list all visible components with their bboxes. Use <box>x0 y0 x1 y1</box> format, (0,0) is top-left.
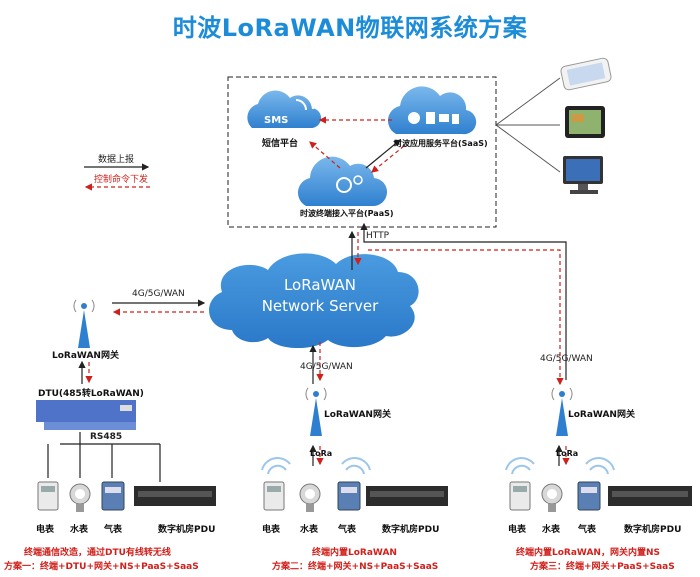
monitor-icon <box>563 156 603 194</box>
s1-device-water: 水表 <box>70 525 89 535</box>
water-meter-icon-3 <box>541 483 563 512</box>
pdu-icon-3 <box>608 486 692 506</box>
electric-meter-icon-3 <box>509 481 531 511</box>
s2-device-water: 水表 <box>300 525 319 535</box>
wireless-waves-right-3 <box>585 457 615 475</box>
sms-platform-label: 短信平台 <box>262 139 299 149</box>
page-title: 时波LoRaWAN物联网系统方案 <box>172 14 528 42</box>
electric-meter-icon-2 <box>263 481 285 511</box>
dtu-icon <box>36 400 136 430</box>
gas-meter-icon-2 <box>337 481 361 511</box>
pdu-icon-2 <box>366 486 448 506</box>
s3-device-pdu: 数字机房PDU <box>624 525 682 535</box>
wireless-waves-left-2 <box>261 457 291 475</box>
water-meter-icon-2 <box>299 483 321 512</box>
gas-meter-icon-1 <box>101 481 125 511</box>
wan-mid-label: 4G/5G/WAN <box>300 362 353 372</box>
network-server-line2: Network Server <box>261 297 379 315</box>
scheme1-note: 终端通信改造，通过DTU有线转无线 <box>24 548 171 558</box>
scheme1-formula: 方案一：终端+DTU+网关+NS+PaaS+SaaS <box>4 562 199 572</box>
s2-device-pdu: 数字机房PDU <box>382 525 440 535</box>
scheme3-note: 终端内置LoRaWAN，网关内置NS <box>516 548 660 558</box>
legend-cmd-down: 控制命令下发 <box>94 175 149 185</box>
s2-device-electric: 电表 <box>262 525 281 535</box>
saas-cloud-icon <box>387 86 477 135</box>
water-meter-icon-1 <box>69 483 91 512</box>
wan-right-label: 4G/5G/WAN <box>540 354 593 364</box>
http-label: HTTP <box>366 231 390 241</box>
s1-device-gas: 气表 <box>104 525 123 535</box>
scheme2-note: 终端内置LoRaWAN <box>312 548 397 558</box>
electric-meter-icon-1 <box>37 481 59 511</box>
gateway-3-icon <box>551 387 573 436</box>
gas-meter-icon-3 <box>577 481 601 511</box>
dtu-label: DTU(485转LoRaWAN) <box>38 389 144 399</box>
scheme2-formula: 方案二：终端+网关+NS+PaaS+SaaS <box>272 562 439 572</box>
s3-device-gas: 气表 <box>578 525 597 535</box>
network-server-line1: LoRaWAN <box>283 276 357 294</box>
paas-cloud-icon <box>297 156 388 207</box>
sms-cloud-icon <box>247 90 322 129</box>
lora-2-label: LoRa <box>310 449 333 458</box>
pdu-icon-1 <box>134 486 216 506</box>
s1-device-electric: 电表 <box>36 525 55 535</box>
gateway-1-icon <box>73 299 95 348</box>
wireless-waves-left-3 <box>505 457 535 475</box>
s3-device-electric: 电表 <box>508 525 527 535</box>
legend-data-up: 数据上报 <box>98 155 135 165</box>
gateway-1-label: LoRaWAN网关 <box>52 351 119 361</box>
network-server-cloud <box>209 253 419 349</box>
lora-3-label: LoRa <box>556 449 579 458</box>
phone-icon <box>560 57 612 91</box>
gateway-2-icon <box>305 387 327 436</box>
wan-left-label: 4G/5G/WAN <box>132 289 185 299</box>
s2-device-gas: 气表 <box>338 525 357 535</box>
paas-platform-label: 时波终端接入平台(PaaS) <box>300 209 394 218</box>
sms-icon-text: SMS <box>264 115 289 126</box>
gateway-2-label: LoRaWAN网关 <box>324 410 391 420</box>
s3-device-water: 水表 <box>542 525 561 535</box>
scheme3-formula: 方案三：终端+网关+PaaS+SaaS <box>530 562 675 572</box>
s1-device-pdu: 数字机房PDU <box>158 525 216 535</box>
wireless-waves-right-2 <box>341 457 371 475</box>
tablet-icon <box>565 106 605 138</box>
saas-platform-label: 时波应用服务平台(SaaS) <box>394 139 488 148</box>
rs485-label: RS485 <box>90 432 123 442</box>
gateway-3-label: LoRaWAN网关 <box>568 410 635 420</box>
